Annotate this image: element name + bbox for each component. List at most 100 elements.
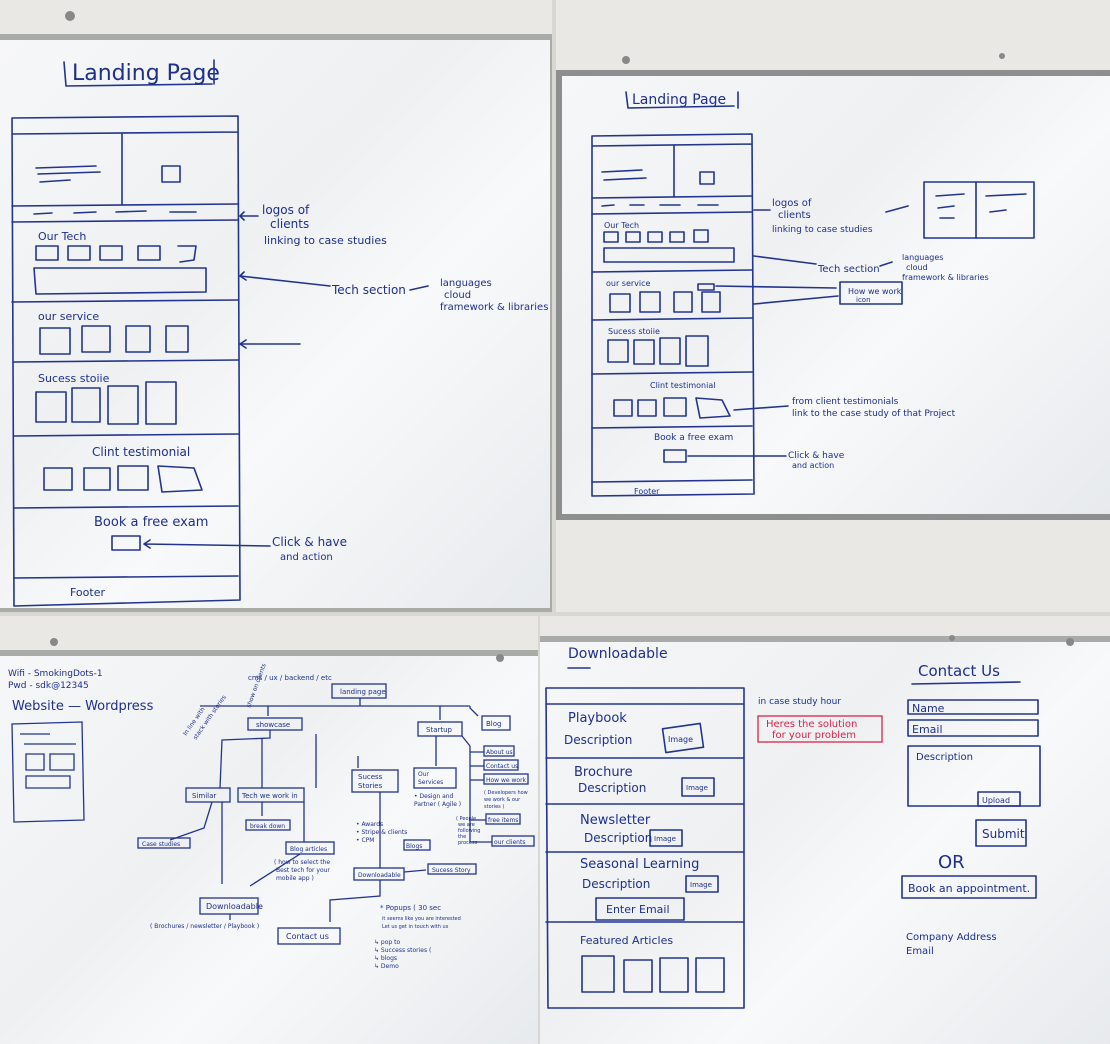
company-email: Email (906, 946, 934, 957)
wall-hook-icon (1066, 638, 1074, 646)
note-cta: Click & have (788, 451, 845, 461)
item-desc: Description (584, 831, 652, 845)
note-people3: following (458, 828, 480, 834)
note-case: in case study hour (758, 697, 841, 707)
name-field[interactable] (907, 699, 1039, 715)
section-book: Book a free exam (94, 515, 208, 530)
node-services: Our (418, 771, 430, 778)
image-placeholder-icon: Image (686, 784, 708, 792)
node-similar: Similar (192, 792, 216, 800)
footer-label: Footer (634, 487, 660, 496)
section-testimonial: Clint testimonial (650, 381, 715, 390)
note-action: and action (792, 461, 834, 470)
red-note2: for your problem (772, 730, 856, 741)
item-desc: Description (582, 877, 650, 891)
wifi-password: Pwd - sdk@12345 (8, 681, 89, 691)
enter-email-label: Enter Email (606, 903, 670, 916)
section-success: Sucess stoiie (608, 327, 660, 336)
node-how: How we work (486, 777, 527, 784)
note-logos: logos of (772, 198, 812, 209)
enter-email-input[interactable] (595, 897, 685, 921)
submit-button[interactable] (975, 819, 1027, 847)
note-downloadable: ( Brochures / newsletter / Playbook ) (150, 923, 259, 930)
note-fw: framework & libraries (902, 273, 989, 282)
book-label: Book an appointment. (908, 882, 1030, 895)
image-placeholder-icon: Image (668, 735, 693, 744)
node-startup: Startup (426, 726, 453, 734)
note-services: • Design and (414, 793, 454, 800)
photo-landing-page-v2: Landing Page Our Tech our service Sucess… (556, 0, 1110, 612)
email-field[interactable] (907, 719, 1039, 737)
item-title: Newsletter (580, 813, 651, 828)
heading: Downloadable (568, 646, 668, 662)
company-address: Company Address (906, 932, 997, 943)
note-awards: • Awards (356, 821, 383, 828)
heading: Website — Wordpress (12, 699, 154, 714)
note-how2: we work & our (484, 797, 521, 803)
note-logos: logos of (262, 203, 310, 217)
note-tech: Tech section (331, 283, 406, 297)
note-icon: icon (856, 296, 871, 304)
upload-button[interactable] (977, 791, 1021, 807)
item-desc: Description (564, 733, 632, 747)
node-blogs: Blogs (406, 843, 422, 850)
sketch-landing-v2: Landing Page Our Tech our service Sucess… (591, 53, 1035, 497)
note-blog: ( how to select the (274, 859, 330, 866)
upload-label: Upload (982, 796, 1010, 805)
section-our-service: our service (606, 279, 651, 288)
note-fw: framework & libraries (440, 302, 548, 313)
item-desc: Description (578, 781, 646, 795)
note-top: cms / ux / backend / etc (248, 674, 332, 682)
item-title: Seasonal Learning (580, 857, 699, 872)
note-people2: we are (458, 822, 475, 828)
node-about: About us (486, 749, 513, 756)
note-how: How we work (848, 287, 902, 296)
wall-hook-icon (496, 654, 504, 662)
node-success-2: Stories (358, 782, 383, 790)
wall-hook-icon (50, 638, 58, 646)
wall-hook-icon (949, 635, 955, 641)
note-popup2: it seems like you are interested (382, 916, 461, 922)
description-field[interactable] (907, 745, 1041, 807)
whiteboard (0, 650, 538, 1044)
contact-title: Contact Us (918, 662, 1000, 680)
section-book: Book a free exam (654, 433, 733, 443)
featured-articles-title: Featured Articles (580, 934, 673, 947)
node-blog-articles: Blog articles (290, 846, 327, 853)
note-how: ( Developers how (484, 790, 528, 796)
photo-sitemap: Wifi - SmokingDots-1 Pwd - sdk@12345 Web… (0, 616, 538, 1044)
note-action: and action (280, 552, 333, 563)
note-awards2: • Stripe & clients (356, 829, 407, 836)
node-contact: Contact us (286, 932, 329, 941)
note-poplist2: ↳ Success stories ( (374, 947, 431, 954)
note-people: ( People (456, 816, 476, 822)
wifi-name: Wifi - SmokingDots-1 (8, 669, 103, 679)
download-item-newsletter[interactable]: Newsletter Description Image (580, 813, 683, 847)
node-downloadable: Downloadable (206, 902, 263, 911)
note-cloud: cloud (444, 290, 471, 301)
node-tech: Tech we work in (241, 792, 298, 800)
download-item-brochure[interactable]: Brochure Description Image (574, 765, 715, 797)
node-showcase: showcase (256, 721, 290, 729)
node-case: Case studies (142, 841, 180, 848)
note-show: show on clients (245, 663, 267, 709)
note-case: linking to case studies (264, 234, 387, 247)
note-link: link to the case study of that Project (792, 409, 956, 419)
node-downloadable-mid: Downloadable (358, 872, 401, 879)
download-item-playbook[interactable]: Playbook Description Image (564, 711, 705, 754)
item-title: Playbook (568, 711, 627, 726)
note-popup: * Popups ( 30 sec (380, 904, 441, 912)
download-item-seasonal[interactable]: Seasonal Learning Description Image (580, 857, 719, 893)
note-people5: process (458, 840, 478, 846)
note-people4: the (458, 834, 466, 840)
image-placeholder-icon: Image (654, 835, 676, 843)
note-blog2: Best tech for your (276, 867, 330, 874)
node-clients: our clients (494, 839, 525, 846)
note-lang: languages (440, 278, 492, 289)
wall-hook-icon (999, 53, 1005, 59)
section-our-tech: Our Tech (38, 230, 86, 243)
sketch-landing-v1: Landing Page Our Tech our service Sucess… (11, 11, 548, 607)
red-note: Heres the solution (766, 719, 857, 730)
email-label: Email (912, 723, 943, 736)
book-appointment-button[interactable] (901, 875, 1037, 899)
